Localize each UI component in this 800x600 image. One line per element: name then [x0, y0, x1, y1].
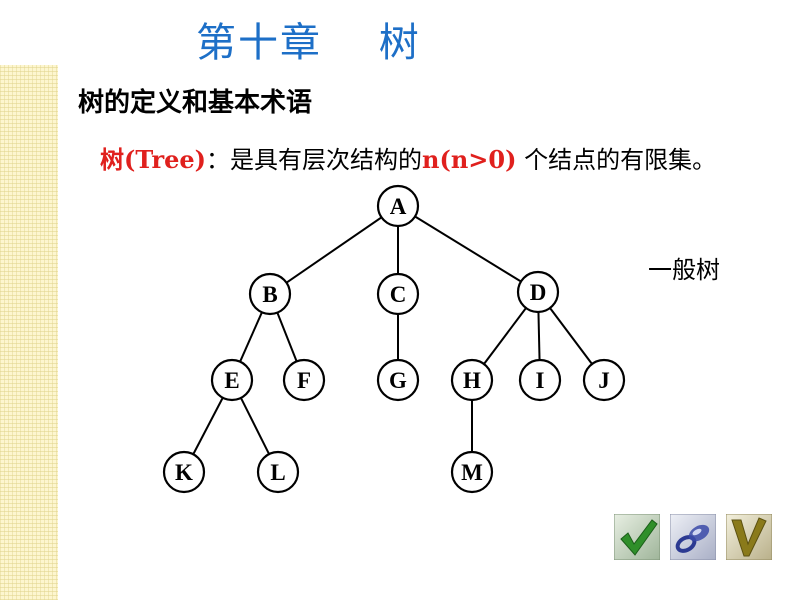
node-circle	[248, 272, 292, 316]
definition-text-after: 个结点的有限集。	[516, 146, 717, 174]
node-circle	[210, 358, 254, 402]
edge-D-J	[549, 307, 593, 365]
node-circle	[162, 450, 206, 494]
edge-B-F	[276, 312, 298, 362]
node-label: F	[297, 368, 311, 393]
tree-node-H: H	[450, 358, 494, 402]
node-label: I	[536, 368, 545, 393]
tree-node-B: B	[248, 272, 292, 316]
tree-definition: 树(Tree)：是具有层次结构的n(n>0) 个结点的有限集。	[100, 140, 716, 175]
node-label: L	[270, 460, 285, 485]
edge-A-D	[414, 215, 522, 283]
decorative-side-strip	[0, 65, 58, 600]
tree-node-K: K	[162, 450, 206, 494]
definition-count: n(n>0)	[422, 145, 517, 174]
node-label: J	[598, 368, 610, 393]
node-circle	[376, 358, 420, 402]
v-nav-button[interactable]	[726, 514, 772, 560]
node-circle	[516, 270, 560, 314]
node-label: D	[530, 280, 547, 305]
loop-nav-button[interactable]	[670, 514, 716, 560]
tree-type-label: 一般树	[648, 256, 720, 284]
node-circle	[450, 358, 494, 402]
node-circle	[376, 184, 420, 228]
definition-colon: ：	[206, 146, 231, 174]
tree-node-F: F	[282, 358, 326, 402]
node-circle	[256, 450, 300, 494]
node-label: E	[224, 368, 239, 393]
check-nav-button[interactable]	[614, 514, 660, 560]
tree-node-D: D	[516, 270, 560, 314]
tree-node-A: A	[376, 184, 420, 228]
v-icon	[731, 517, 767, 557]
edge-E-L	[240, 397, 270, 455]
tree-node-L: L	[256, 450, 300, 494]
edge-A-B	[285, 216, 383, 284]
tree-node-E: E	[210, 358, 254, 402]
tree-edges	[192, 215, 593, 455]
node-label: B	[262, 282, 277, 307]
node-label: C	[390, 282, 407, 307]
slide-subtitle: 树的定义和基本术语	[78, 88, 313, 118]
node-circle	[282, 358, 326, 402]
definition-text-before: 是具有层次结构的	[230, 146, 423, 174]
node-label: M	[461, 460, 483, 485]
edge-D-H	[483, 307, 527, 365]
node-label: H	[463, 368, 481, 393]
node-label: G	[389, 368, 407, 393]
definition-term: 树(Tree)	[100, 145, 207, 174]
tree-nodes: A B C D E F G H I J K L M	[162, 184, 626, 494]
node-circle	[450, 450, 494, 494]
tree-node-I: I	[518, 358, 562, 402]
tree-node-C: C	[376, 272, 420, 316]
node-circle	[376, 272, 420, 316]
tree-node-G: G	[376, 358, 420, 402]
tree-node-M: M	[450, 450, 494, 494]
edge-D-I	[537, 311, 541, 361]
node-label: K	[175, 460, 193, 485]
edge-E-K	[192, 397, 224, 455]
check-icon	[620, 519, 658, 556]
edge-B-E	[239, 311, 263, 363]
loop-icon	[675, 524, 710, 553]
node-circle	[582, 358, 626, 402]
node-circle	[518, 358, 562, 402]
slide-title: 第十章 树	[196, 20, 421, 66]
node-label: A	[390, 194, 407, 219]
tree-node-J: J	[582, 358, 626, 402]
